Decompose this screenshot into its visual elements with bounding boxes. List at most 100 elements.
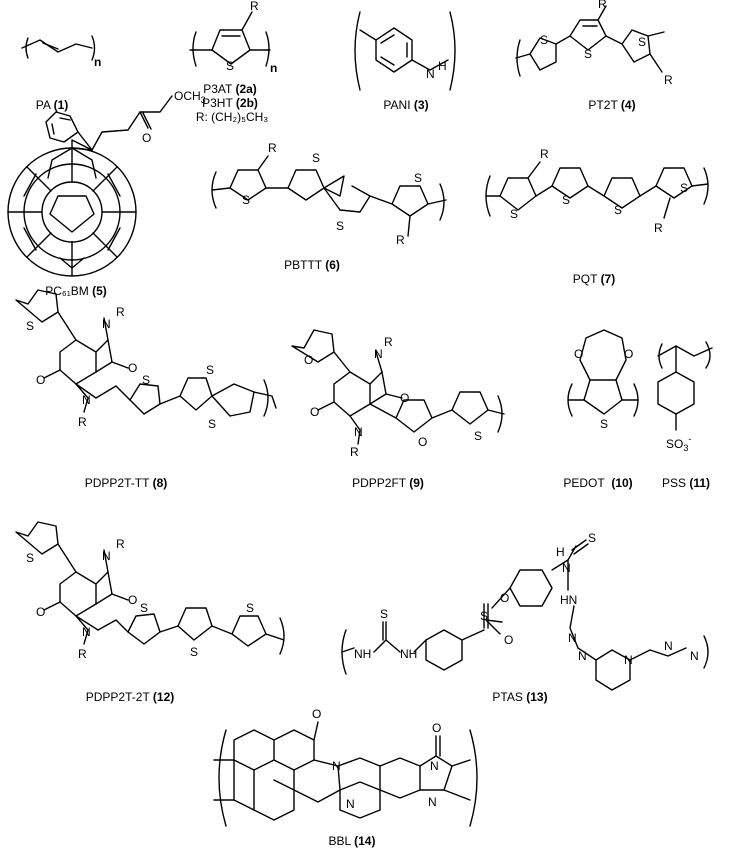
sulfur-atom: S — [680, 181, 688, 195]
structure-pt2t: S S S R R — [515, 0, 673, 87]
sulfur-atom: S — [510, 207, 518, 221]
oxygen-atom: O — [400, 391, 409, 405]
oxygen-atom: O — [142, 131, 151, 145]
sulfur-atom: S — [140, 601, 148, 615]
oxygen-atom: O — [624, 347, 633, 361]
r-group: R — [268, 141, 277, 155]
r-group: R — [116, 537, 125, 551]
r-group: R — [116, 305, 125, 319]
sulfur-atom: S — [208, 417, 216, 431]
r-group: R — [350, 445, 359, 459]
structure-ptas: NH S NH S O O H N S HN N N N N N — [341, 531, 709, 691]
sulfur-atom: S — [246, 601, 254, 615]
sulfur-atom: S — [474, 429, 482, 443]
sulfur-atom: S — [540, 33, 548, 47]
sulfur-atom: S — [414, 171, 422, 185]
nitrogen-atom: N — [568, 631, 577, 645]
sulfur-atom: S — [190, 645, 198, 659]
oxygen-atom: O — [418, 435, 427, 449]
structure-pss: SO3- — [657, 341, 713, 453]
label-pss: PSS (11) — [661, 476, 711, 490]
nitrogen-atom: N — [430, 759, 439, 773]
label-r-definition: R: (CH₂)₅CH₃ — [195, 110, 269, 124]
oxygen-atom: O — [128, 593, 137, 607]
label-pedot: PEDOT (10) — [563, 476, 633, 490]
sulfur-atom: S — [242, 193, 250, 207]
oxygen-atom: O — [312, 707, 321, 721]
label-pbttt: PBTTT (6) — [284, 258, 340, 272]
oxygen-atom: O — [500, 591, 509, 605]
nitrogen-atom: N — [664, 639, 673, 653]
nitrogen-atom: N — [102, 549, 111, 563]
sulfonate-group: SO3- — [666, 434, 691, 453]
oxygen-atom: O — [574, 347, 583, 361]
structure-pdpp2ft: O N O O N O S R R — [291, 329, 505, 459]
r-group: R — [598, 0, 607, 11]
sulfur-atom: S — [584, 47, 592, 61]
oxygen-atom: O — [432, 721, 441, 735]
structure-pani: N H — [354, 11, 456, 91]
label-bbl: BBL (14) — [328, 834, 376, 848]
r-group: R — [384, 335, 393, 349]
oxygen-atom: O — [310, 405, 319, 419]
r-group: R — [250, 0, 259, 13]
sulfur-atom: S — [26, 319, 34, 333]
nh-group: NH — [354, 647, 371, 661]
sulfur-atom: S — [226, 59, 234, 73]
r-group: R — [78, 647, 87, 661]
nitrogen-atom: N — [82, 393, 91, 407]
nitrogen-atom: N — [354, 425, 363, 439]
methoxy-group: OCH3 — [174, 89, 206, 105]
label-pdpp2ft: PDPP2FT (9) — [352, 476, 424, 490]
oxygen-atom: O — [36, 605, 45, 619]
sulfur-atom: S — [26, 551, 34, 565]
label-pdpp2t-2t: PDPP2T-2T (12) — [85, 690, 175, 704]
r-group: R — [654, 221, 663, 235]
label-p3ht: P3HT (2b) — [202, 96, 258, 110]
sulfur-atom: S — [562, 193, 570, 207]
structure-pqt: S S S S R R — [485, 147, 709, 235]
nitrogen-atom: N — [562, 561, 571, 575]
r-group: R — [396, 233, 405, 247]
nitrogen-atom: N — [346, 797, 355, 811]
label-pqt: PQT (7) — [572, 272, 616, 286]
sulfur-atom: S — [480, 609, 488, 623]
label-pc61bm: PC₆₁BM (5) — [45, 284, 107, 298]
nitrogen-atom: N — [428, 795, 437, 809]
sulfur-atom: S — [336, 219, 344, 233]
sulfur-atom: S — [142, 373, 150, 387]
structure-pedot: O O S — [567, 329, 639, 431]
sulfur-atom: S — [206, 363, 214, 377]
structure-pc61bm: OCH3 O — [7, 89, 206, 277]
nitrogen-atom: N — [426, 67, 435, 81]
sulfur-atom: S — [638, 35, 646, 49]
nh-group: NH — [400, 647, 417, 661]
oxygen-atom: O — [504, 633, 513, 647]
r-group: R — [540, 147, 549, 161]
structure-pdpp2t-2t: S N O O N S S S R R — [15, 521, 285, 661]
structure-pbttt: S S S S R R — [211, 141, 447, 247]
r-group: R — [664, 73, 673, 87]
oxygen-atom: O — [128, 361, 137, 375]
repeat-n: n — [270, 61, 277, 75]
oxygen-atom: O — [304, 353, 313, 367]
sulfur-atom: S — [312, 151, 320, 165]
nitrogen-atom: N — [82, 625, 91, 639]
r-group: R — [78, 415, 87, 429]
repeat-n: n — [94, 55, 101, 69]
label-pani: PANI (3) — [383, 98, 429, 112]
nitrogen-atom: N — [374, 347, 383, 361]
structure-bbl: O N N N N O — [213, 707, 478, 827]
nitrogen-atom: N — [332, 759, 341, 773]
sulfur-atom: S — [614, 203, 622, 217]
structure-pdpp2t-tt: S N O O N S S S R R — [15, 289, 277, 431]
hn-group: HN — [560, 593, 577, 607]
h-atom: H — [556, 545, 565, 559]
label-pt2t: PT2T (4) — [588, 98, 636, 112]
structure-pa: n — [21, 35, 101, 69]
sulfur-atom: S — [588, 531, 596, 545]
sulfur-atom: S — [600, 417, 608, 431]
label-pdpp2t-tt: PDPP2T-TT (8) — [84, 476, 168, 490]
label-pa: PA (1) — [35, 98, 69, 112]
